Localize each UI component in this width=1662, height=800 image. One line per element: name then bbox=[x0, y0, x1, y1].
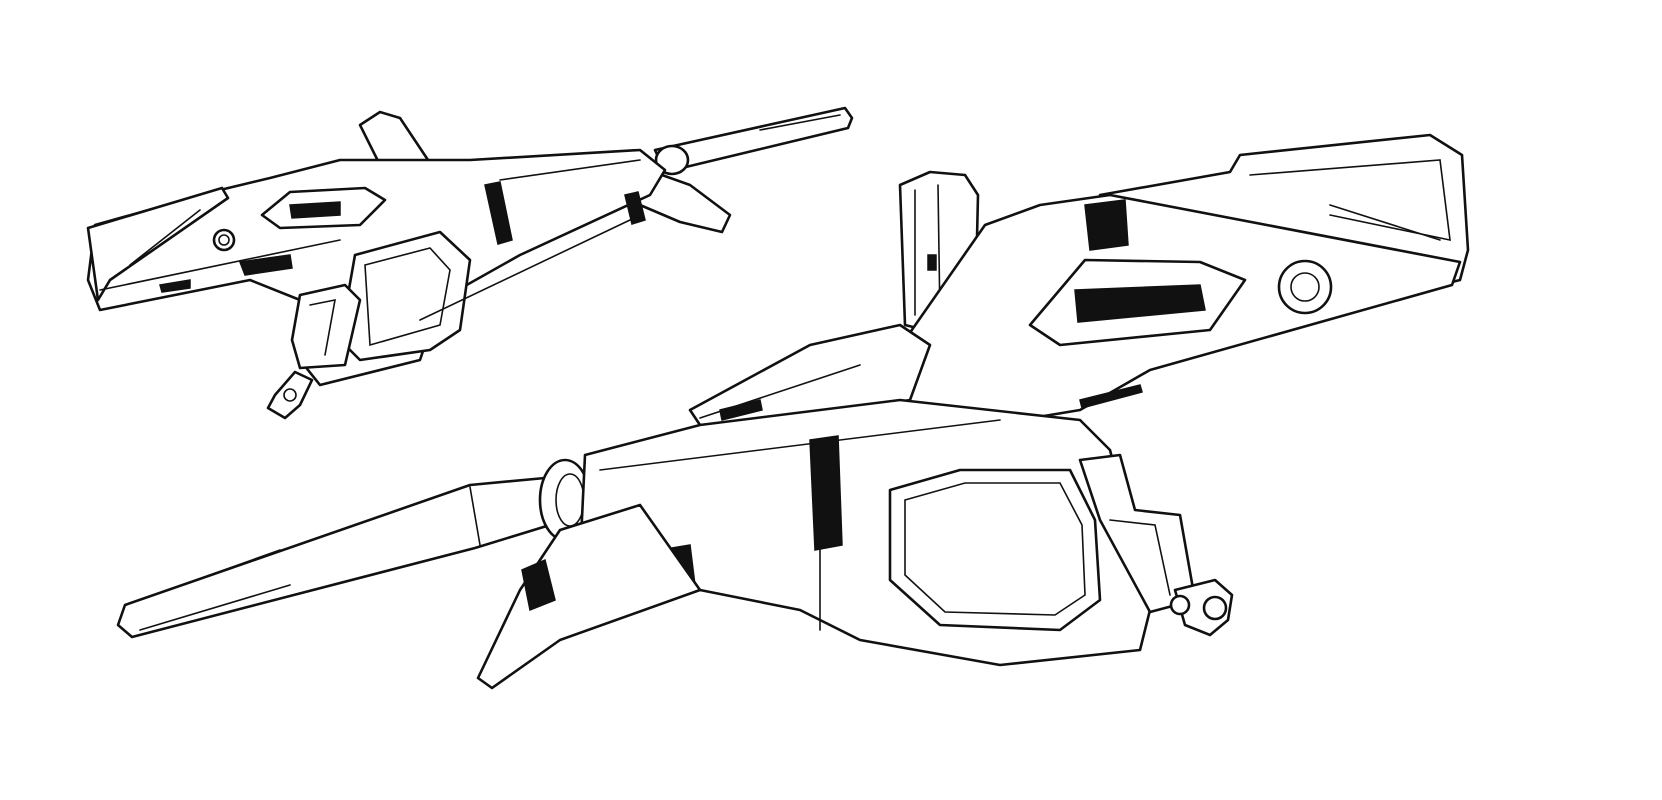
small-barrel bbox=[653, 106, 854, 176]
large-housing bbox=[888, 468, 1102, 632]
rifle-large-view bbox=[116, 133, 1470, 690]
small-band bbox=[484, 181, 513, 245]
large-grip bbox=[1078, 453, 1197, 614]
large-front-fin bbox=[476, 503, 702, 690]
rifle-small-view bbox=[86, 106, 854, 420]
small-connector bbox=[266, 370, 314, 420]
large-screw bbox=[1277, 259, 1333, 315]
large-barrel bbox=[116, 458, 592, 639]
small-screw bbox=[212, 228, 236, 252]
large-band bbox=[809, 435, 843, 551]
small-grip bbox=[290, 283, 362, 370]
